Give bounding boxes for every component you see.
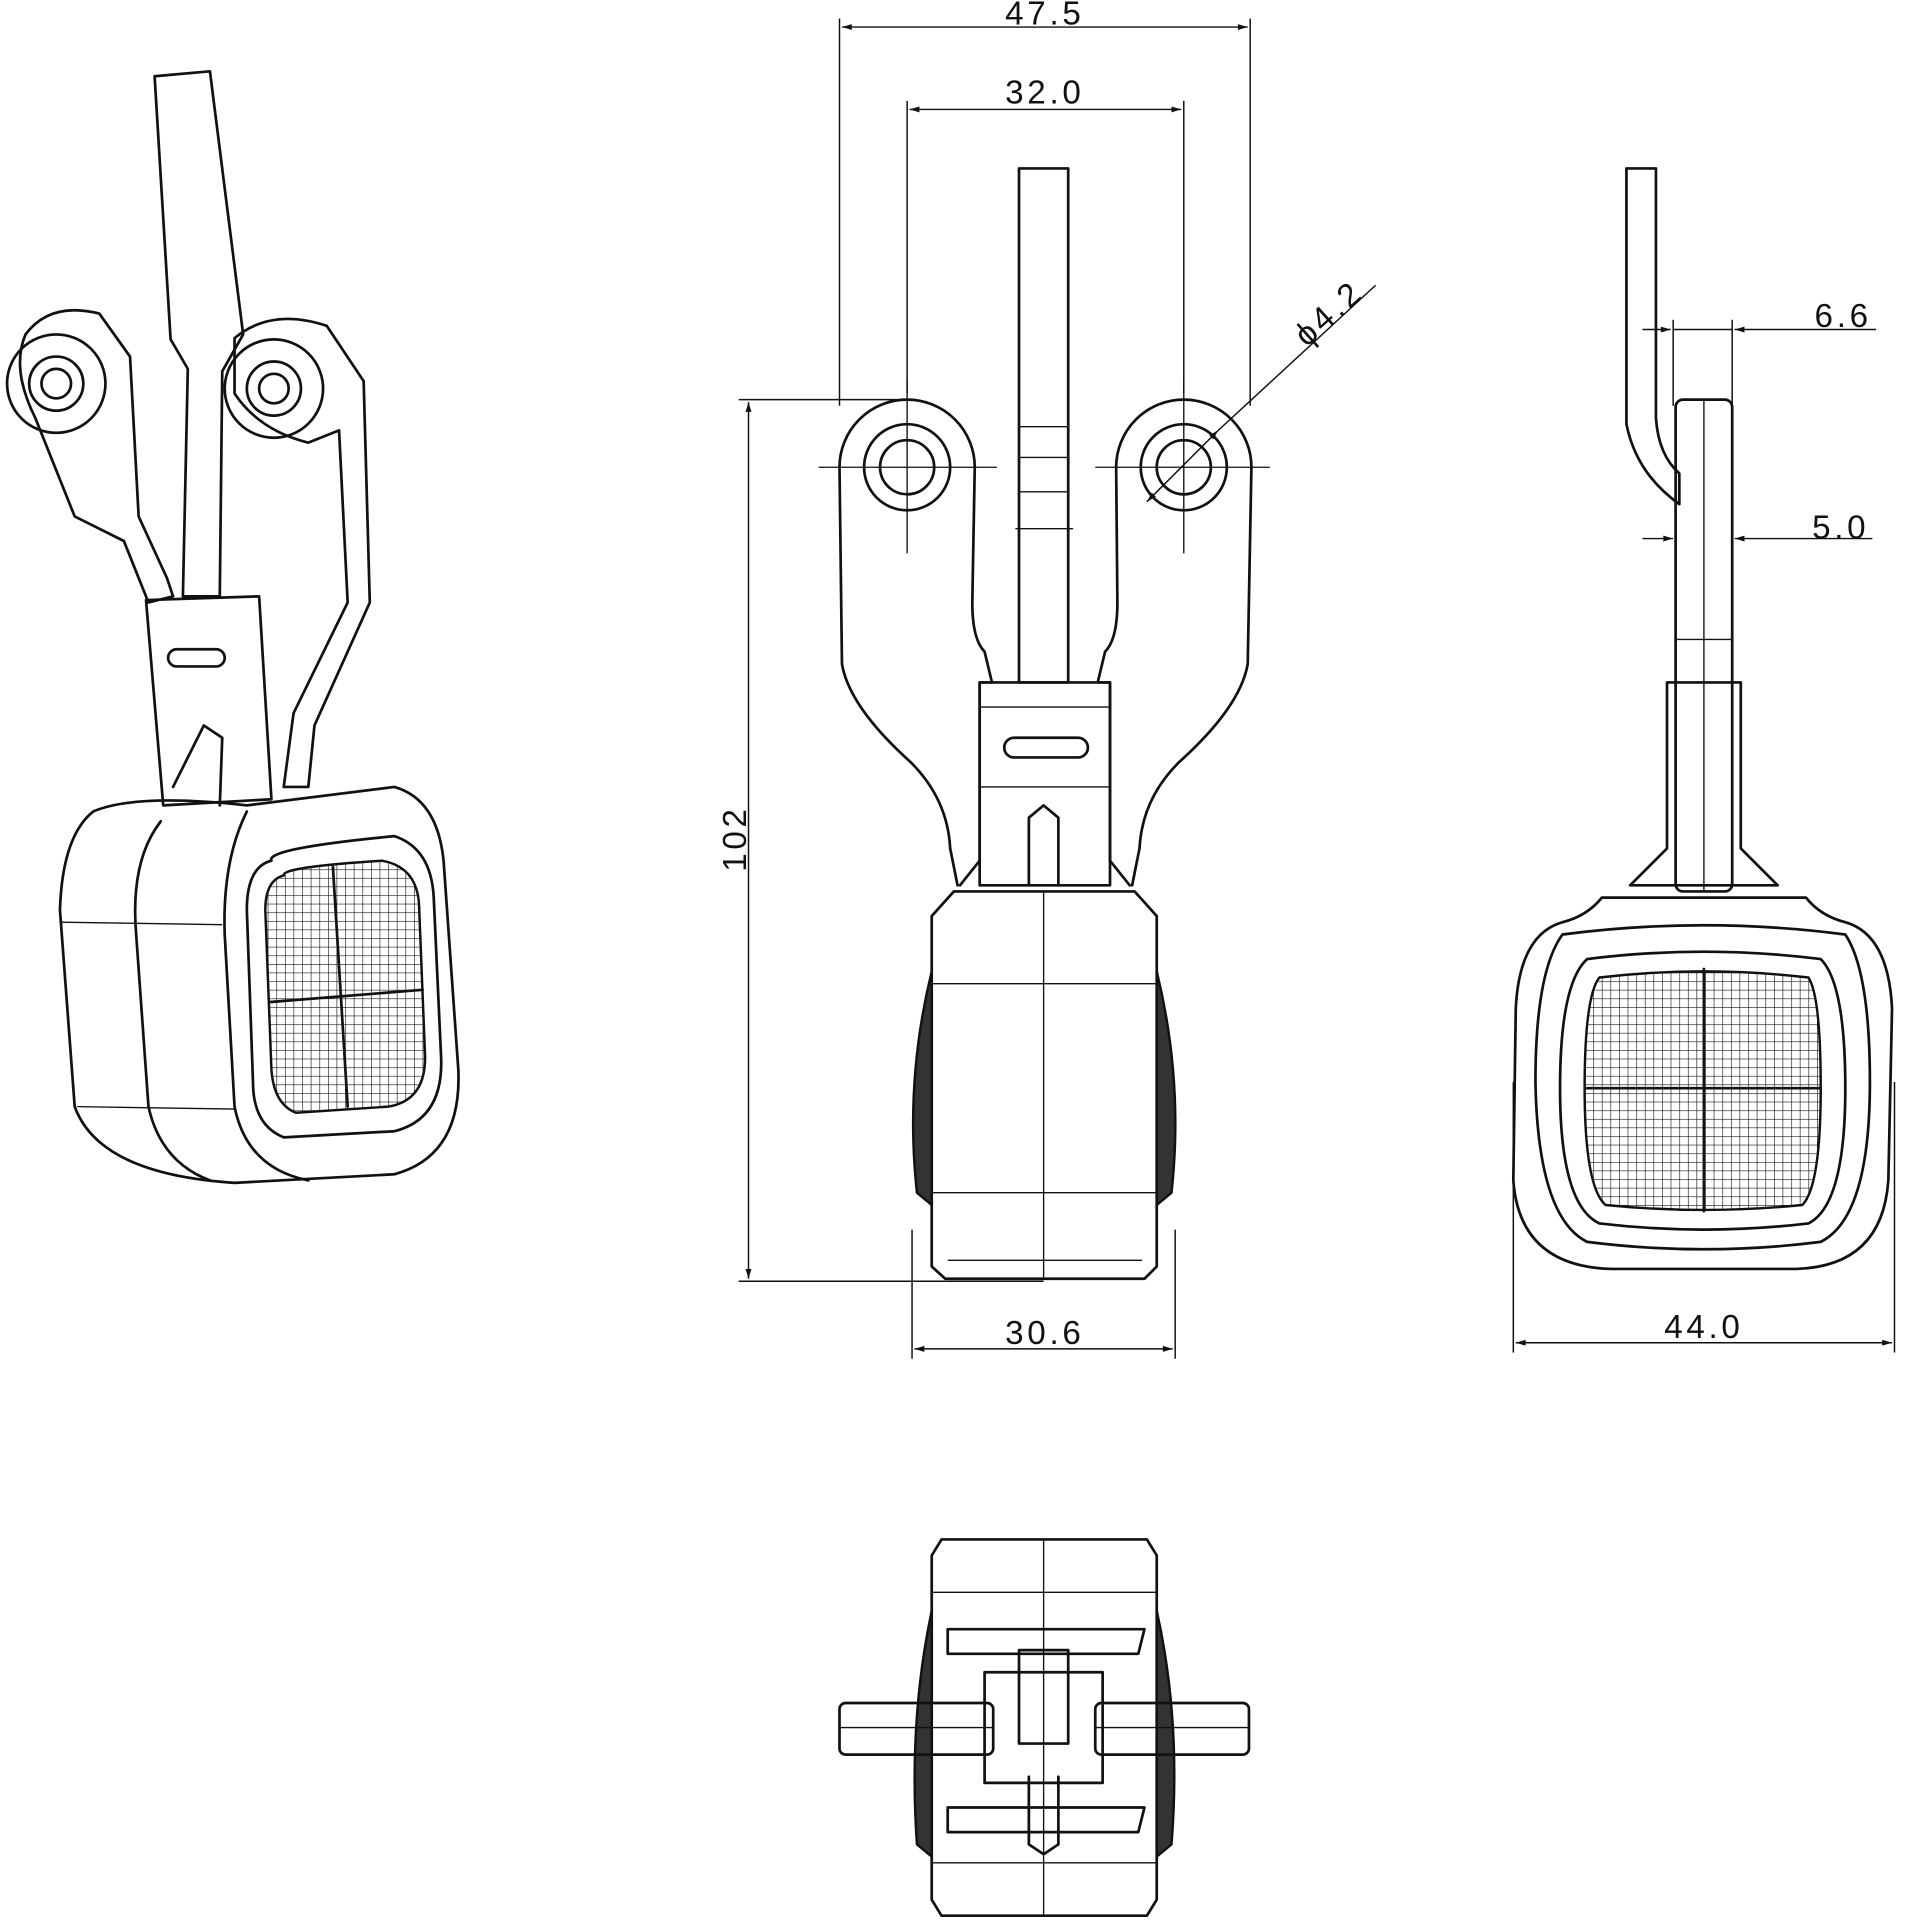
dim-side-stem-thickness: 5.0 — [1812, 510, 1869, 547]
dim-side-bracket-width: 6.6 — [1815, 298, 1872, 335]
dim-hole-diameter: ϕ4.2 — [1287, 273, 1371, 354]
isometric-view — [5, 69, 460, 1185]
side-dimensions: 6.6 5.0 44.0 — [1512, 298, 1896, 1353]
dim-housing-width: 30.6 — [1005, 1315, 1084, 1352]
side-view — [1511, 167, 1894, 1271]
dim-hole-spacing: 32.0 — [1005, 74, 1084, 111]
front-view — [818, 167, 1270, 1281]
front-dimensions: 47.5 32.0 ϕ4.2 102 30.6 — [717, 0, 1377, 1359]
dim-side-housing-width: 44.0 — [1664, 1309, 1743, 1346]
bottom-view — [838, 1538, 1251, 1918]
dim-overall-width: 47.5 — [1005, 0, 1084, 33]
dim-overall-height: 102 — [717, 805, 754, 871]
